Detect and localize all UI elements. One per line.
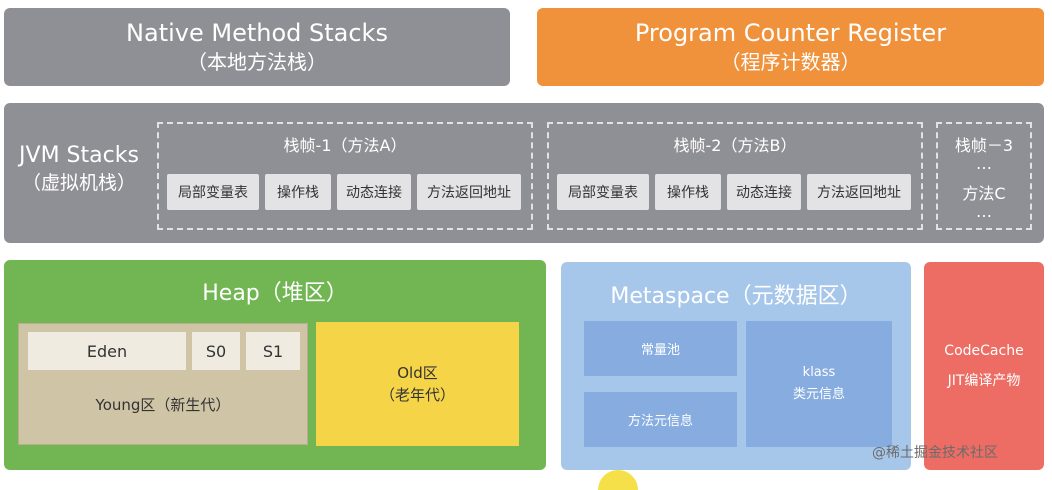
native-title: Native Method Stacks <box>126 19 388 47</box>
operand-stack: 操作栈 <box>265 174 331 210</box>
old-generation-box: Old区 （老年代） <box>316 322 519 446</box>
pcr-subtitle: （程序计数器） <box>720 50 861 74</box>
local-variable-table: 局部变量表 <box>557 174 649 210</box>
dynamic-linking: 动态连接 <box>337 174 411 210</box>
program-counter-register-box: Program Counter Register （程序计数器） <box>537 8 1044 86</box>
old-title: Old区 <box>397 364 438 382</box>
native-method-stacks-box: Native Method Stacks （本地方法栈） <box>4 8 510 86</box>
method-c-label: 方法C <box>962 184 1006 203</box>
codecache-title: CodeCache <box>944 343 1024 359</box>
watermark-text: @稀土掘金技术社区 <box>872 445 998 461</box>
codecache-box: CodeCache JIT编译产物 <box>924 262 1044 470</box>
return-address: 方法返回地址 <box>807 174 911 210</box>
dynamic-linking: 动态连接 <box>727 174 801 210</box>
klass-subtitle: 类元信息 <box>792 387 845 402</box>
frame-title: 栈帧-2（方法B） <box>673 136 797 155</box>
klass-box: klass 类元信息 <box>746 321 892 447</box>
ellipsis-top: … <box>976 154 992 173</box>
eden-space: Eden <box>28 332 186 370</box>
jvm-title: JVM Stacks <box>19 143 139 168</box>
old-subtitle: （老年代） <box>379 386 455 404</box>
frame-title: 栈帧-1（方法A） <box>283 136 407 155</box>
young-generation-label: Young区（新生代） <box>95 396 231 414</box>
method-metadata: 方法元信息 <box>584 392 737 447</box>
jvm-subtitle: （虚拟机栈） <box>21 172 136 194</box>
frame-title: 栈帧－3 <box>954 136 1014 155</box>
decorative-dot <box>598 470 638 490</box>
native-subtitle: （本地方法栈） <box>187 50 327 74</box>
pcr-title: Program Counter Register <box>634 19 947 47</box>
ellipsis-bottom: … <box>976 202 992 221</box>
stack-frame-2: 栈帧-2（方法B） 局部变量表 操作栈 动态连接 方法返回地址 <box>547 122 923 230</box>
jvm-stacks-label: JVM Stacks （虚拟机栈） <box>4 142 154 196</box>
operand-stack: 操作栈 <box>655 174 721 210</box>
survivor-0: S0 <box>192 332 240 370</box>
jvm-stacks-box <box>4 103 1044 243</box>
metaspace-title: Metaspace（元数据区） <box>610 284 862 309</box>
survivor-1: S1 <box>246 332 300 370</box>
klass-title: klass <box>802 365 836 380</box>
local-variable-table: 局部变量表 <box>167 174 259 210</box>
stack-frame-3: 栈帧－3 … 方法C … <box>936 122 1032 230</box>
stack-frame-1: 栈帧-1（方法A） 局部变量表 操作栈 动态连接 方法返回地址 <box>157 122 533 230</box>
constant-pool: 常量池 <box>584 321 737 376</box>
heap-title: Heap（堆区） <box>202 281 348 306</box>
codecache-subtitle: JIT编译产物 <box>947 373 1021 389</box>
return-address: 方法返回地址 <box>417 174 521 210</box>
